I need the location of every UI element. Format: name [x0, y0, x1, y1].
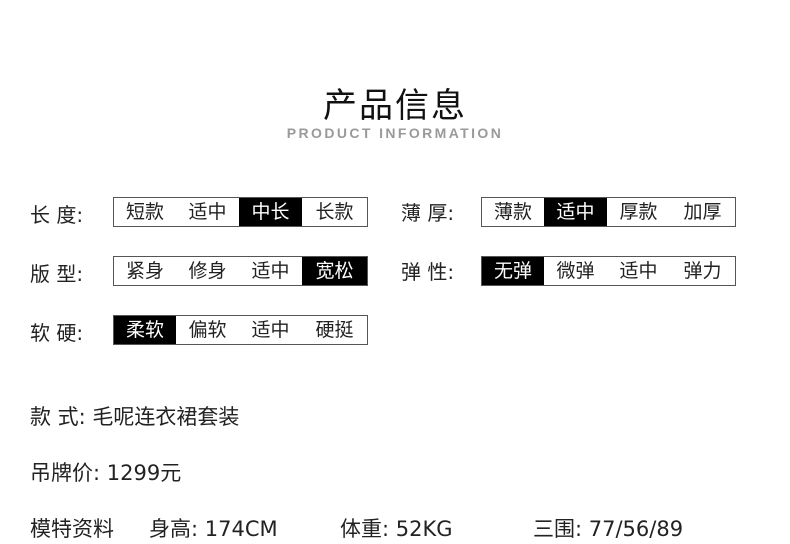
page-subtitle: PRODUCT INFORMATION: [286, 125, 504, 141]
option-chip-selected: 适中: [544, 198, 607, 226]
option-chip-selected: 柔软: [114, 316, 176, 344]
option-chip: 厚款: [619, 201, 658, 223]
attr-fit-label: 版 型:: [30, 262, 84, 286]
option-chip: 偏软: [188, 319, 227, 341]
option-chip: 修身: [188, 260, 227, 282]
model-label: 模特资料: [30, 517, 114, 541]
attr-fit-options: 紧身 修身 适中宽松: [113, 256, 368, 286]
option-chip-selected: 宽松: [302, 257, 367, 285]
option-chip: 硬挺: [315, 319, 354, 341]
model-weight: 体重: 52KG: [340, 517, 453, 541]
price-line: 吊牌价: 1299元: [30, 461, 182, 485]
option-chip: 微弹: [556, 260, 595, 282]
attr-length-label: 长 度:: [30, 203, 84, 227]
option-chip-selected: 中长: [239, 198, 302, 226]
attr-thickness-label: 薄 厚:: [401, 201, 455, 225]
attr-thickness-options: 薄款适中厚款 加厚: [481, 197, 736, 227]
model-height: 身高: 174CM: [149, 517, 278, 541]
option-chip: 薄款: [493, 201, 532, 223]
attr-softness-label: 软 硬:: [30, 321, 84, 345]
attr-softness-options: 柔软偏软 适中 硬挺: [113, 315, 368, 345]
model-measurements: 三围: 77/56/89: [533, 517, 684, 541]
option-chip: 弹力: [683, 260, 722, 282]
attr-elasticity-label: 弹 性:: [401, 260, 455, 284]
option-chip-selected: 无弹: [482, 257, 544, 285]
option-chip: 适中: [619, 260, 658, 282]
option-chip: 适中: [251, 319, 290, 341]
attr-length-options: 短款 适中中长长款: [113, 197, 368, 227]
option-chip: 适中: [251, 260, 290, 282]
attr-elasticity-options: 无弹微弹 适中 弹力: [481, 256, 736, 286]
option-chip: 适中: [188, 201, 227, 223]
option-chip: 短款: [125, 201, 164, 223]
option-chip: 紧身: [125, 260, 164, 282]
page-title: 产品信息: [323, 86, 467, 126]
style-line: 款 式: 毛呢连衣裙套装: [30, 405, 240, 429]
option-chip: 加厚: [683, 201, 722, 223]
option-chip: 长款: [315, 201, 354, 223]
